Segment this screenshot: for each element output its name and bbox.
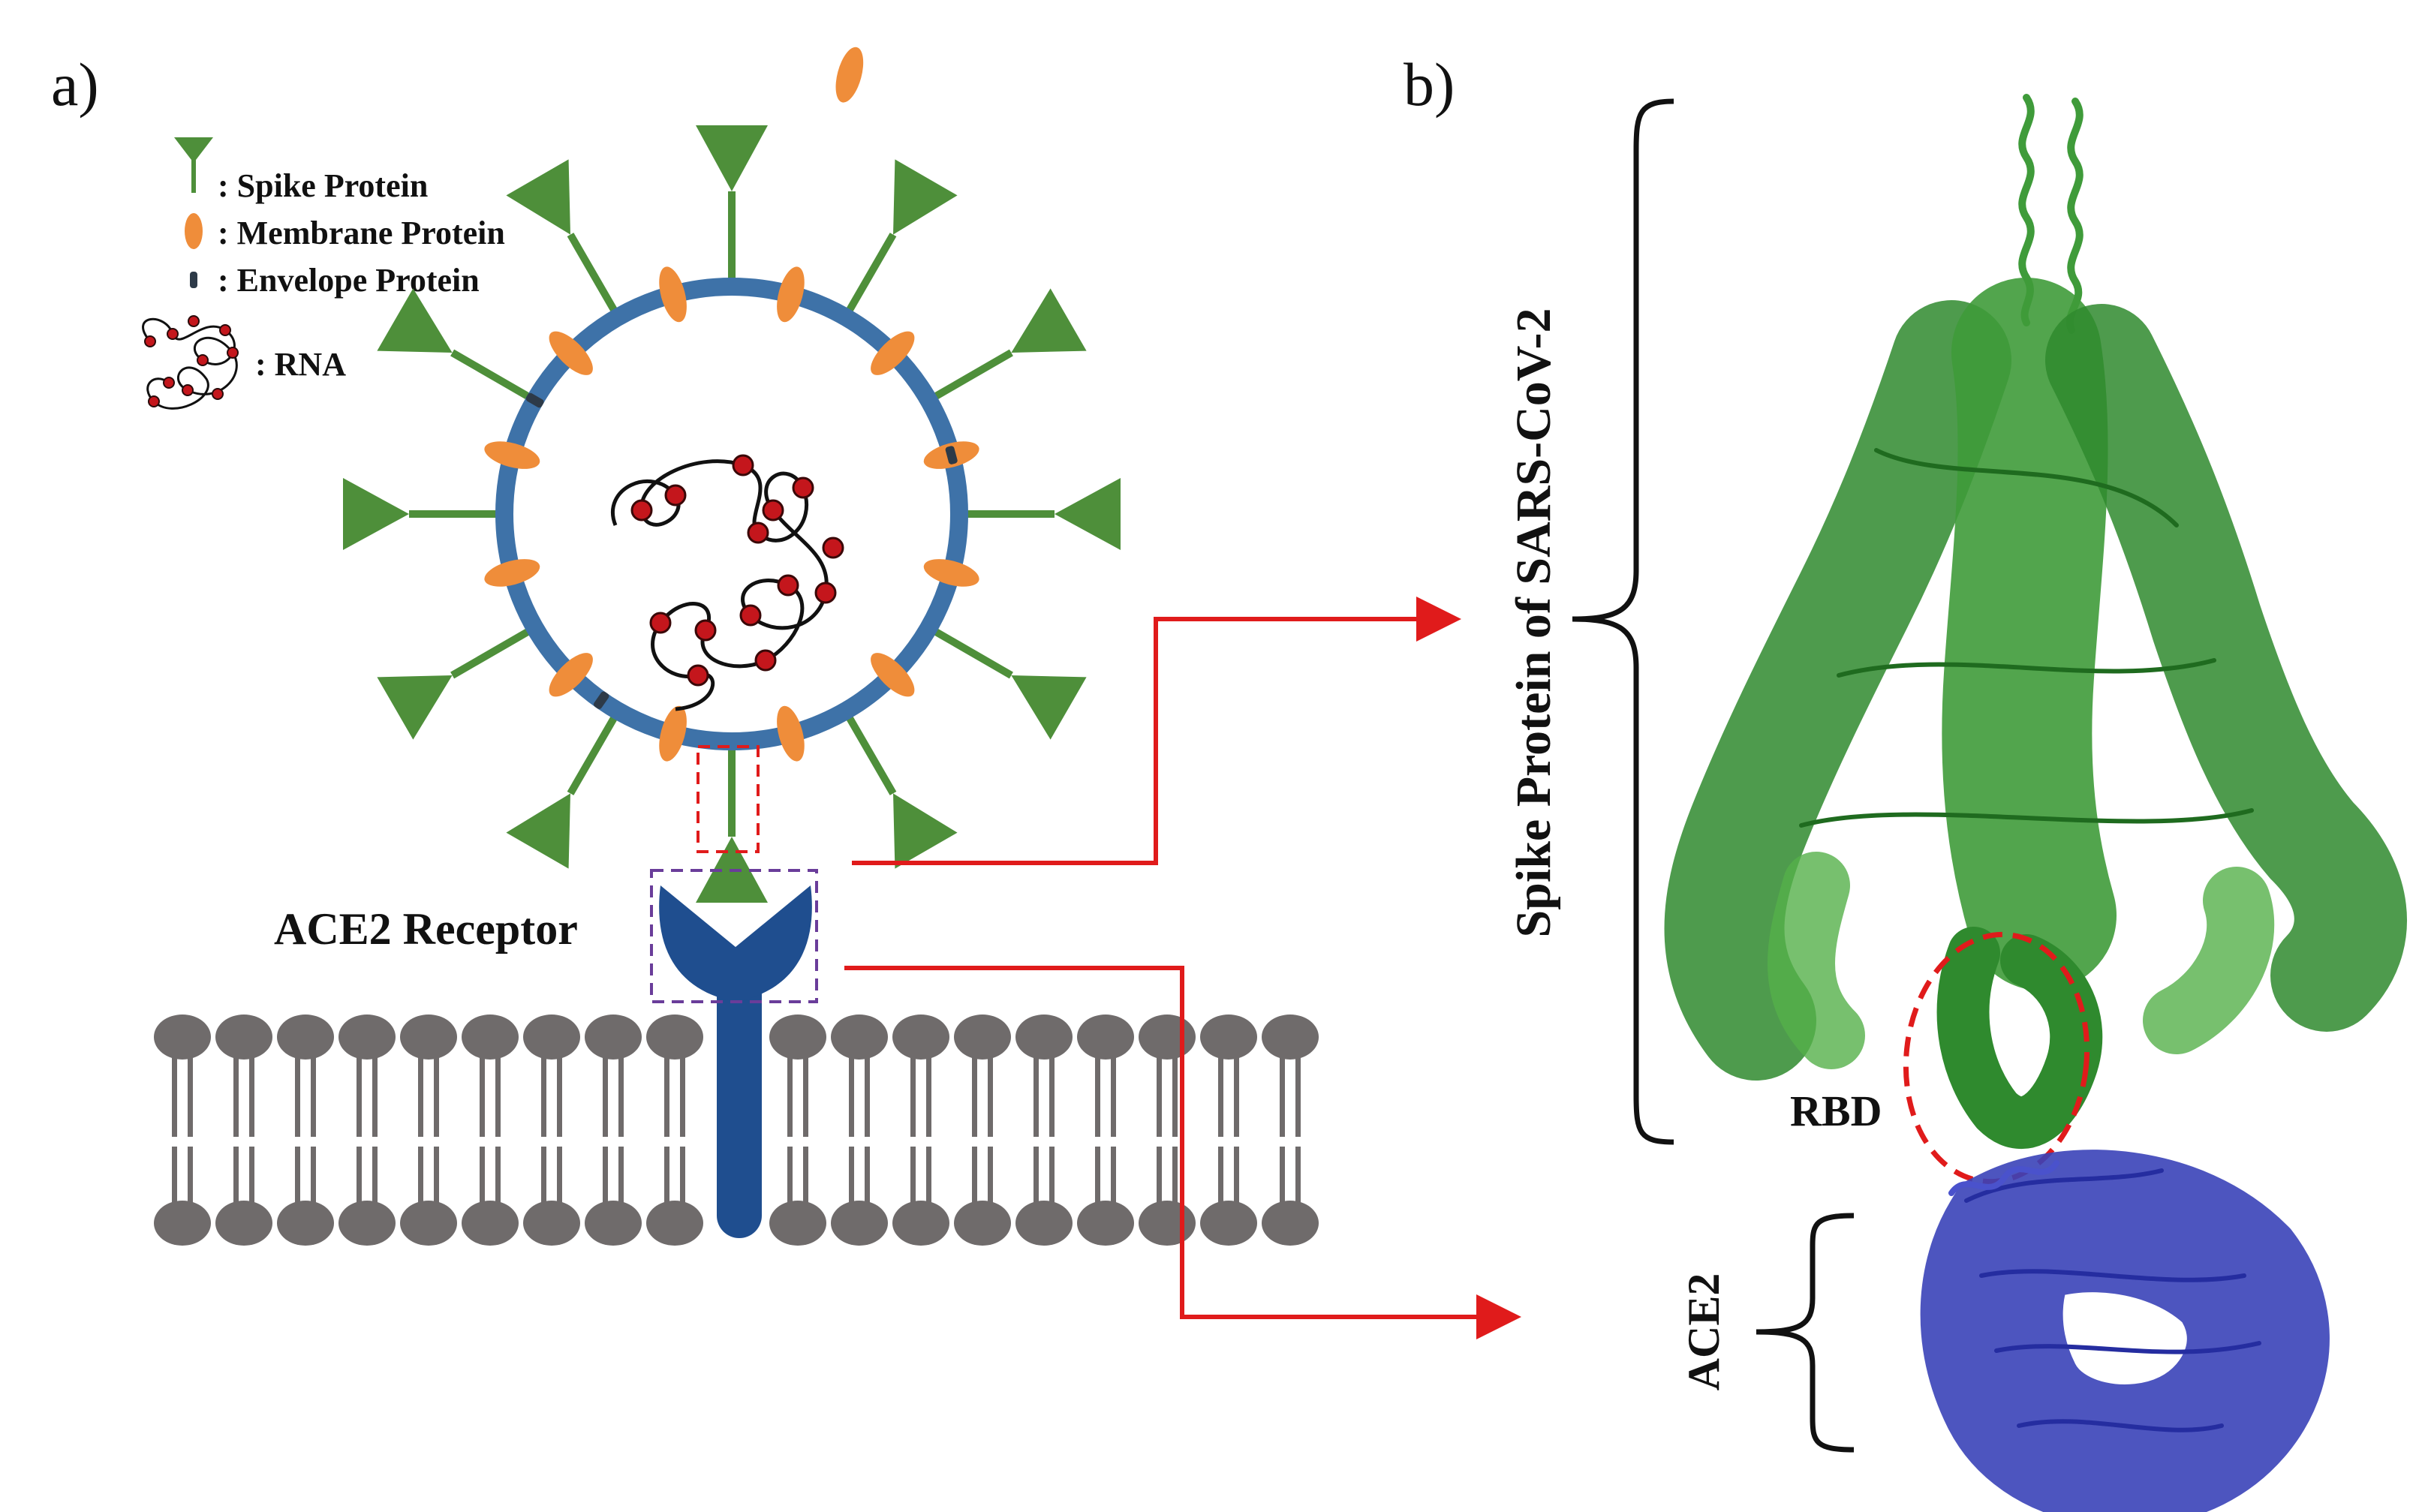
spike-structure [1664,94,2407,1149]
receptor-highlight-box [650,869,818,1003]
legend-membrane-label: : Membrane Protein [218,215,505,251]
spike-protein-icon [174,137,213,193]
spike-highlight-box [697,745,760,853]
spike-connector-arrow [852,597,1461,865]
legend-rna-label: : RNA [255,346,346,383]
virus-particle [343,47,1121,903]
viral-rna [611,454,844,711]
ace2-connector-arrow [844,966,1521,1339]
membrane-proteins [484,47,979,762]
panel-a-label: a) [51,50,99,119]
panel-b-label: b) [1404,50,1455,119]
legend-envelope-label: : Envelope Protein [218,262,480,299]
ace2-receptor [650,869,818,1238]
rna-icon [142,315,239,410]
membrane-protein-icon [185,213,203,249]
rbd-label: RBD [1790,1087,1882,1135]
spike-bracket [1572,98,1674,1145]
spike-protein-title: Spike Protein of SARS-CoV-2 [1506,308,1561,937]
envelope-proteins [525,392,958,709]
ace2-structure [1920,1150,2330,1512]
legend: : Spike Protein : Membrane Protein : Env… [142,137,505,410]
ace2-bracket [1756,1213,1855,1453]
virus-envelope [495,278,968,750]
envelope-protein-icon [190,272,197,288]
ace2-receptor-label: ACE2 Receptor [274,904,578,954]
legend-spike-label: : Spike Protein [218,167,428,204]
ace2-title: ACE2 [1679,1273,1728,1391]
